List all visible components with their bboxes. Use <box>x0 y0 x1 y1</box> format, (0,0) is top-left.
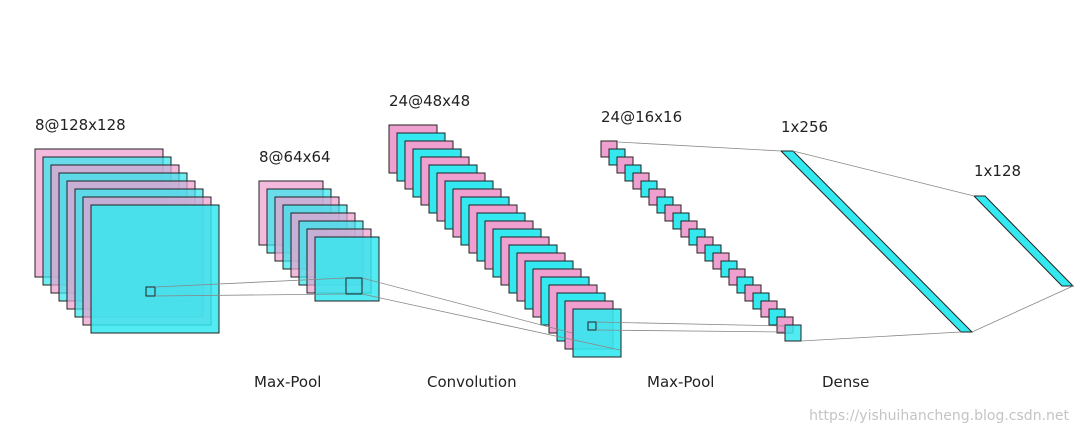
label-input-dims: 8@128x128 <box>35 116 126 134</box>
label-op-dense: Dense <box>822 373 869 391</box>
label-op-convolution: Convolution <box>427 373 517 391</box>
input-feature-maps <box>34 148 220 334</box>
label-op-maxpool-2: Max-Pool <box>647 373 714 391</box>
conv-feature-maps <box>388 124 622 358</box>
label-dense2-dims: 1x128 <box>974 162 1021 180</box>
dense-1x128-bar <box>972 195 1075 287</box>
watermark-text: https://yishuihancheng.blog.csdn.net <box>809 408 1069 424</box>
label-pool2-dims: 24@16x16 <box>601 108 682 126</box>
connector-lines <box>154 141 1074 351</box>
pool2-feature-maps <box>600 140 802 342</box>
pool2-feature-map-24 <box>784 324 802 342</box>
label-pool1-dims: 8@64x64 <box>259 148 331 166</box>
pool1-feature-map-8 <box>314 236 380 302</box>
input-kernel-square <box>145 286 156 297</box>
pool1-feature-maps <box>258 180 380 302</box>
label-dense1-dims: 1x256 <box>781 118 828 136</box>
input-feature-map-8 <box>90 204 220 334</box>
label-conv-dims: 24@48x48 <box>389 92 470 110</box>
conv-kernel-square <box>587 321 597 331</box>
label-op-maxpool-1: Max-Pool <box>254 373 321 391</box>
dense-1x256-bar <box>779 150 974 333</box>
conv-feature-map-24 <box>572 308 622 358</box>
pool1-kernel-square <box>345 277 363 295</box>
